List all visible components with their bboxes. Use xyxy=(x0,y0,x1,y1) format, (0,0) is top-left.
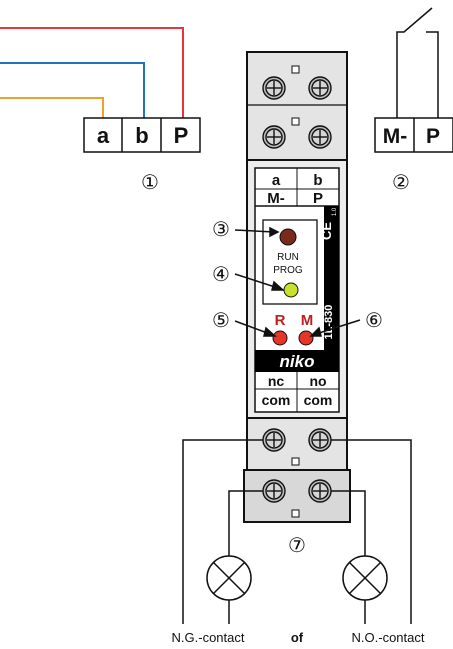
lamp-icon xyxy=(206,555,252,601)
caption-nc-contact: N.G.-contact xyxy=(172,630,245,645)
screw-icon xyxy=(262,479,286,503)
terminal-p-label: P xyxy=(174,123,189,148)
panel-bottom-nc: nc xyxy=(268,373,285,389)
terminal-block-abp: a b P xyxy=(83,117,201,153)
front-panel: a b M- P CE 1.0 1L-830 RUN PROG R M niko… xyxy=(254,167,340,413)
screw-icon xyxy=(262,76,286,100)
screw-icon xyxy=(308,76,332,100)
ce-version: 1.0 xyxy=(332,207,338,216)
terminal-p2-label: P xyxy=(426,125,440,148)
callout-2: ② xyxy=(392,172,410,194)
switch-symbol xyxy=(396,7,439,118)
screw-icon xyxy=(262,125,286,149)
input-wires xyxy=(0,27,184,118)
terminal-m-label: M- xyxy=(383,125,408,148)
relay-m-label: M xyxy=(301,312,314,329)
callout-5: ⑤ xyxy=(212,310,230,332)
relay-m-led xyxy=(298,330,314,346)
terminal-a-label: a xyxy=(97,123,110,148)
screw-icon xyxy=(308,479,332,503)
screw-icon xyxy=(308,428,332,452)
terminal-block-mp: M- P xyxy=(374,117,453,153)
screw-icon xyxy=(262,428,286,452)
run-led xyxy=(279,228,297,246)
panel-top-b: b xyxy=(313,172,322,189)
callout-6: ⑥ xyxy=(365,310,383,332)
wire-red xyxy=(0,27,184,118)
callout-1: ① xyxy=(141,172,159,194)
panel-top-m: M- xyxy=(267,190,285,207)
prog-label: PROG xyxy=(273,265,303,276)
callout-4: ④ xyxy=(212,264,230,286)
callout-7: ⑦ xyxy=(288,535,306,557)
screw-terminals xyxy=(262,76,332,503)
panel-top-p: P xyxy=(313,190,323,207)
panel-bottom-com2: com xyxy=(304,392,333,408)
panel-top-a: a xyxy=(272,172,281,189)
panel-bottom-com1: com xyxy=(262,392,291,408)
brand-logo: niko xyxy=(280,352,315,371)
wire-blue xyxy=(0,62,145,118)
caption-of: of xyxy=(291,630,304,645)
relay-r-label: R xyxy=(275,312,286,329)
run-label: RUN xyxy=(277,252,299,263)
ce-mark: CE xyxy=(319,222,334,240)
output-wiring xyxy=(182,439,412,624)
callout-arrows xyxy=(234,226,361,337)
panel-bottom-no: no xyxy=(309,373,326,389)
callout-3: ③ xyxy=(212,219,230,241)
screw-icon xyxy=(308,125,332,149)
model-number: 1L-830 xyxy=(323,305,335,340)
prog-led xyxy=(283,282,299,298)
terminal-b-label: b xyxy=(135,123,148,148)
lamp-icon xyxy=(342,555,388,601)
wire-orange xyxy=(0,97,104,118)
relay-r-led xyxy=(272,330,288,346)
caption-no-contact: N.O.-contact xyxy=(352,630,425,645)
